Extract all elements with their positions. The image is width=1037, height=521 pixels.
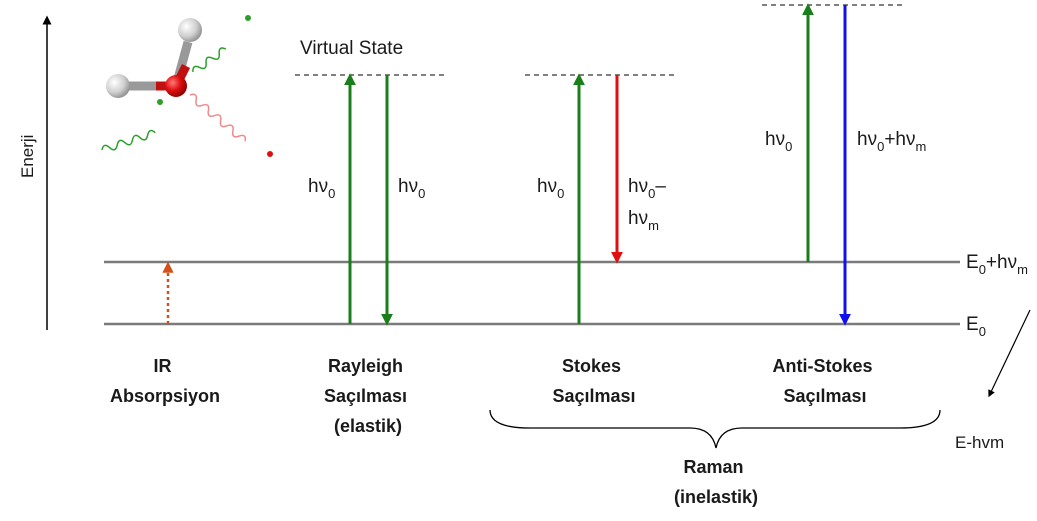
rayleigh-down-label: hν0 [398, 176, 425, 201]
oxygen-atom [165, 75, 187, 97]
e-hvm-label: E-hvm [955, 433, 1004, 452]
stokes-down-label-line1: hν0– [628, 176, 666, 201]
e-hvm-arrow [988, 309, 1031, 398]
molecule-illustration [101, 15, 273, 157]
incoming-photon-wave [101, 129, 156, 151]
stokes-label: Stokes Saçılması [552, 356, 635, 406]
raman-photon-wave [189, 93, 247, 142]
stokes-up-label: hν0 [537, 176, 564, 201]
level-e0-label: E0 [966, 314, 986, 339]
scattered-photon-wave [192, 47, 227, 73]
hydrogen-atom-left [106, 74, 130, 98]
virtual-state-label: Virtual State [300, 38, 403, 59]
level-e0-hvm-label: E0+hνm [966, 252, 1028, 277]
rayleigh-label: Rayleigh Saçılması (elastik) [324, 356, 412, 436]
stokes-down-label-line2: hνm [628, 208, 659, 233]
anti-stokes-up-label: hν0 [765, 129, 792, 154]
hydrogen-atom-top [178, 18, 202, 42]
anti-stokes-down-label: hν0+hνm [857, 129, 926, 154]
energy-axis-label: Enerji [18, 135, 37, 178]
raman-brace [489, 409, 941, 449]
raman-label: Raman (inelastik) [674, 457, 758, 507]
rayleigh-up-label: hν0 [308, 176, 335, 201]
anti-stokes-label: Anti-Stokes Saçılması [772, 356, 877, 406]
ir-label: IR Absorpsiyon [110, 356, 220, 406]
